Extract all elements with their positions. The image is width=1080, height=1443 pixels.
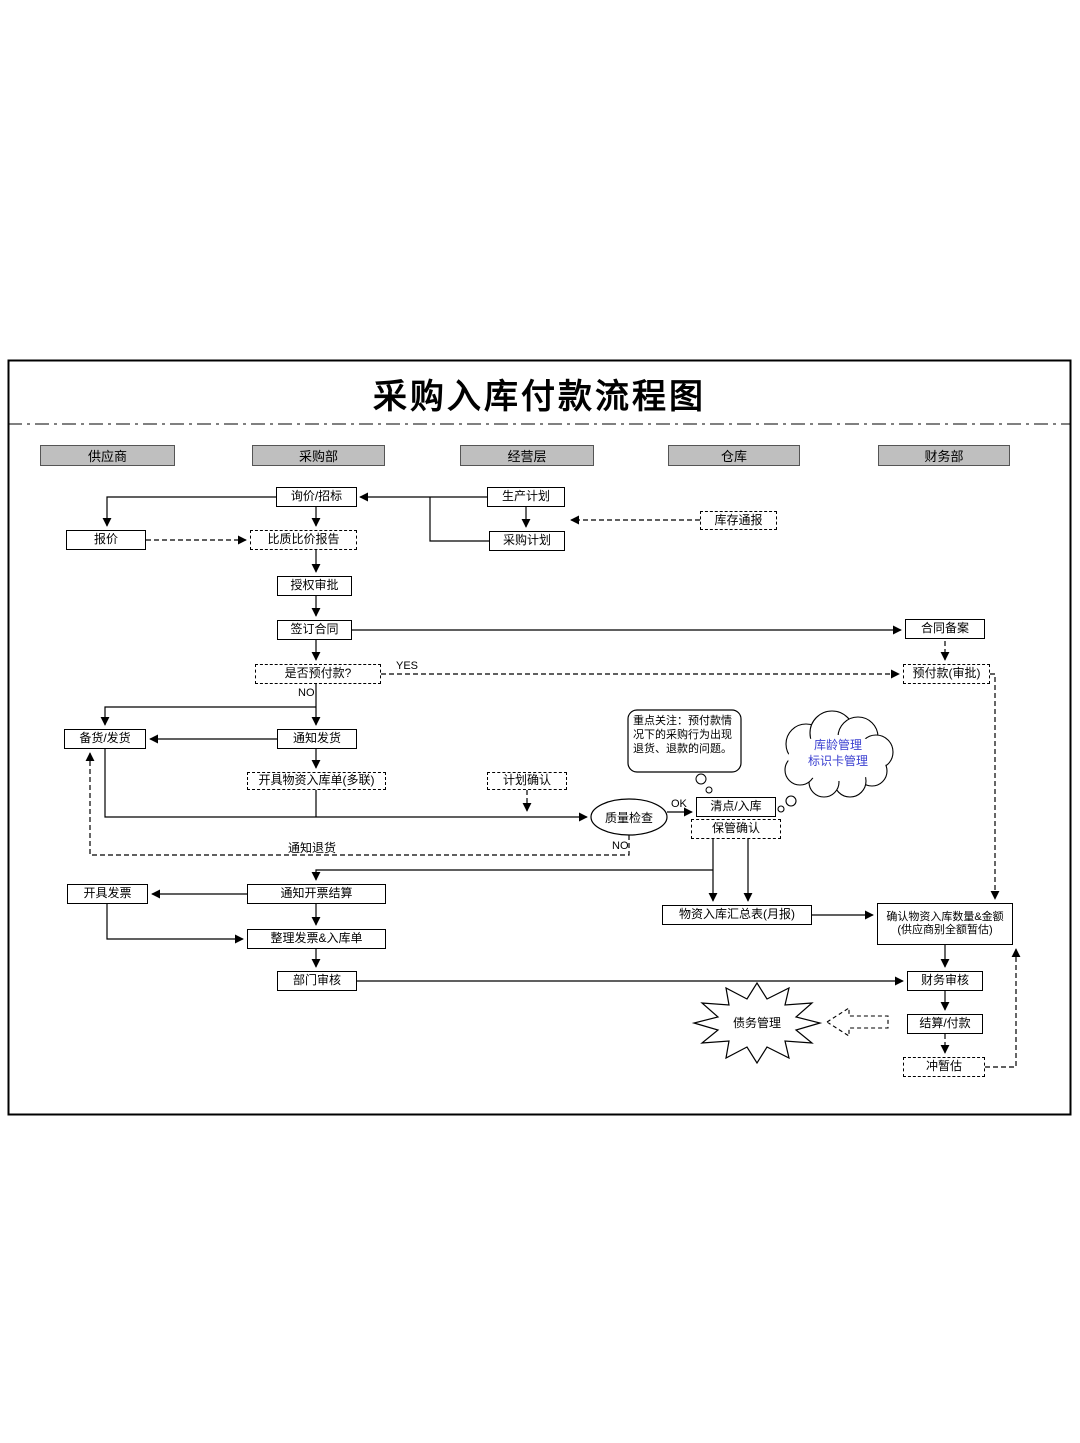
edge-custody-to-billing (311, 869, 713, 881)
key-note-text: 重点关注：预付款情况下的采购行为出现退货、退款的问题。 (633, 715, 732, 756)
debt-management-label: 债务管理 (732, 1016, 781, 1030)
label-ok: OK (671, 798, 687, 810)
key-note-bubble-body (627, 709, 742, 773)
node-plan-confirm: 计划确认 (487, 772, 567, 790)
node-finance-review: 财务审核 (907, 971, 983, 991)
edge-reverse-to-confirm (985, 948, 1021, 1068)
lane-purchasing: 采购部 (252, 445, 385, 466)
edge-purchaseplan-join (429, 497, 489, 542)
key-note-tail-circle-1 (695, 773, 707, 785)
key-note-bubble (627, 709, 742, 794)
lane-supplier: 供应商 (40, 445, 175, 466)
cloud-line-2: 标识卡管理 (807, 754, 868, 769)
node-confirm-qty-amount: 确认物资入库数量&金额(供应商别全额暂估) (877, 903, 1013, 945)
node-comparison-report: 比质比价报告 (250, 530, 357, 550)
lane-finance: 财务部 (878, 445, 1010, 466)
node-prepay-approval: 预付款(审批) (903, 664, 990, 684)
node-production-plan: 生产计划 (487, 487, 565, 507)
debt-management-star (691, 981, 823, 1065)
node-prepay-question: 是否预付款? (255, 664, 381, 684)
node-dept-review: 部门审核 (277, 971, 357, 991)
node-inventory-report: 库存通报 (700, 511, 777, 530)
cloud-tail-circle-1 (785, 795, 797, 807)
node-count-in: 清点/入库 (696, 797, 776, 817)
node-inquiry: 询价/招标 (276, 487, 357, 507)
label-no: NO (298, 687, 315, 699)
node-notify-ship: 通知发货 (277, 729, 357, 749)
cloud-tail-circle-2 (777, 805, 785, 813)
label-no-reject: NO (612, 840, 629, 852)
dashed-connectors (85, 515, 1021, 1068)
node-reverse-estimate: 冲暂估 (903, 1057, 985, 1077)
lane-warehouse: 仓库 (668, 445, 800, 466)
node-notify-billing: 通知开票结算 (247, 884, 386, 904)
edge-prepay-to-confirm (990, 673, 1000, 900)
node-contract-filing: 合同备案 (905, 619, 985, 639)
solid-connectors (100, 492, 950, 1011)
inventory-age-cloud (777, 710, 894, 813)
node-material-slip: 开具物资入库单(多联) (247, 772, 386, 790)
edge-quality-no-return (85, 752, 630, 856)
inventory-age-cloud-text: 库龄管理 标识卡管理 (786, 737, 890, 769)
lane-management: 经营层 (460, 445, 594, 466)
edge-inquiry-to-quotation (102, 496, 276, 527)
node-authorization: 授权审批 (277, 576, 352, 596)
node-custody-confirm: 保管确认 (691, 819, 781, 839)
label-yes: YES (396, 660, 419, 672)
quality-check-ellipse (590, 798, 668, 836)
node-summary-report: 物资入库汇总表(月报) (662, 905, 812, 925)
page-title: 采购入库付款流程图 (373, 378, 706, 416)
node-settlement: 结算/付款 (907, 1014, 983, 1034)
node-organize-invoice: 整理发票&入库单 (247, 929, 386, 949)
edge-no-to-stockship (100, 706, 316, 726)
edge-stockship-to-quality (104, 749, 588, 822)
diagram-frame (7, 359, 1072, 1116)
cloud-line-1: 库龄管理 (813, 738, 862, 752)
quality-check-label: 质量检查 (604, 811, 653, 825)
node-sign-contract: 签订合同 (277, 620, 352, 640)
edge-invoice-to-organize (106, 904, 244, 944)
node-stock-ship: 备货/发货 (64, 729, 146, 749)
node-issue-invoice: 开具发票 (67, 884, 148, 904)
key-note-tail-circle-2 (705, 786, 713, 794)
node-quotation: 报价 (66, 530, 146, 550)
node-purchase-plan: 采购计划 (489, 531, 565, 551)
block-arrow-left-icon (825, 1006, 889, 1038)
label-notify-return: 通知退货 (288, 841, 337, 855)
